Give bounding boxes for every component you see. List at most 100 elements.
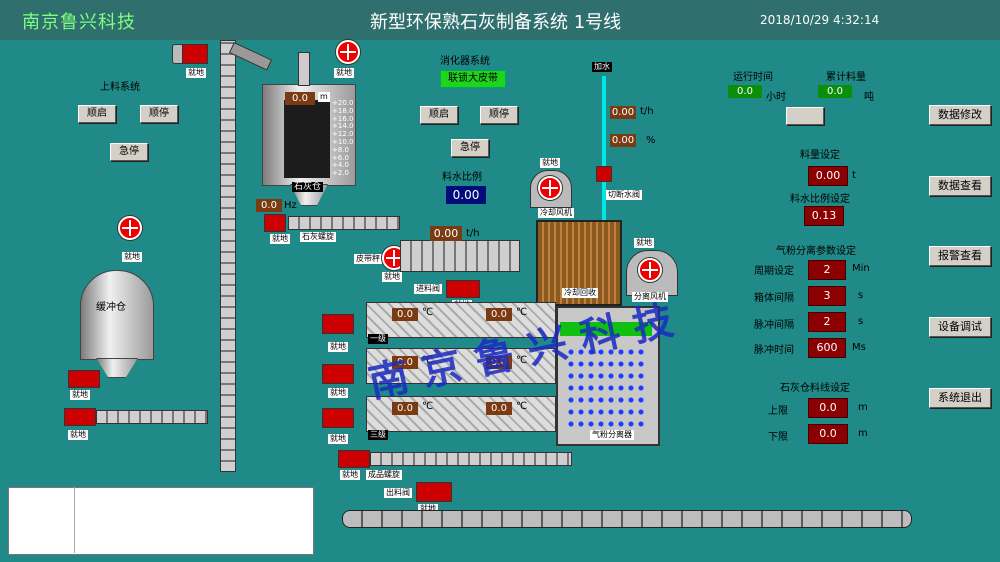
pulse-time-unit: Ms (852, 342, 866, 353)
box-interval-value[interactable]: 3 (808, 286, 846, 306)
scale-tick: +8.0 (332, 145, 349, 154)
digester-system-label: 消化器系统 (440, 56, 490, 67)
run-time-value: 0.0 (728, 85, 762, 98)
feed-system-label: 上料系统 (100, 82, 140, 93)
temp-value: 0.0 (392, 356, 418, 369)
stage2-motor[interactable] (322, 364, 354, 384)
bottom-screw-motor[interactable] (64, 408, 96, 426)
scale-tick: +14.0 (332, 122, 354, 131)
stage3-label: 三级 (368, 430, 388, 440)
water-flow-value: 0.00 (610, 106, 636, 119)
scale-tick: +10.0 (332, 137, 354, 146)
pulse-interval-value[interactable]: 2 (808, 312, 846, 332)
amount-setting-value[interactable]: 0.00 (808, 166, 848, 186)
page-title: 新型环保熟石灰制备系统 1号线 (370, 12, 622, 33)
lime-silo-label: 石灰仓 (292, 182, 324, 192)
valve-pct-value: 0.00 (610, 134, 636, 147)
digester-start-button[interactable]: 顺启 (420, 106, 458, 124)
data-view-button[interactable]: 数据查看 (929, 176, 991, 196)
system-exit-button[interactable]: 系统退出 (929, 388, 991, 408)
cooling-fan-icon[interactable] (538, 176, 562, 200)
scale-tick: +20.0 (332, 99, 354, 107)
digester-estop-button[interactable]: 急停 (451, 139, 489, 157)
local-tag: 就地 (328, 342, 348, 352)
local-tag: 就地 (186, 68, 206, 78)
water-pipe (602, 76, 606, 224)
message-list[interactable] (8, 487, 314, 555)
pulse-interval-unit: s (858, 316, 864, 327)
separator-label: 气粉分离器 (590, 430, 634, 440)
scale-tick: +12.0 (332, 130, 354, 139)
local-tag: 就地 (270, 234, 290, 244)
feed-stop-button[interactable]: 顺停 (140, 105, 178, 123)
data-modify-button[interactable]: 数据修改 (929, 105, 991, 125)
feed-valve-motor[interactable] (446, 280, 480, 298)
ratio-setting-label: 料水比例设定 (790, 194, 850, 205)
alarm-view-button[interactable]: 报警查看 (929, 246, 991, 266)
feed-start-button[interactable]: 顺启 (78, 105, 116, 123)
run-time-label: 运行时间 (733, 72, 773, 83)
elevator-motor[interactable] (182, 44, 208, 64)
product-screw-motor[interactable] (338, 450, 370, 468)
discharge-valve-motor[interactable] (416, 482, 452, 502)
box-interval-label: 箱体间隔 (754, 293, 794, 304)
local-tag: 就地 (70, 390, 90, 400)
buffer-fan-icon[interactable] (118, 216, 142, 240)
temp-unit: ℃ (422, 355, 434, 366)
temp-value: 0.0 (486, 356, 512, 369)
pulse-time-value[interactable]: 600 (808, 338, 846, 358)
sep-fan-icon[interactable] (638, 258, 662, 282)
temp-value: 0.0 (392, 402, 418, 415)
cooling-recycle-label: 冷却回收 (562, 288, 598, 298)
cut-water-valve[interactable] (596, 166, 612, 182)
belt-value: 0.00 (430, 226, 462, 241)
feed-estop-button[interactable]: 急停 (110, 143, 148, 161)
title-bar (0, 0, 1000, 40)
stage1-label: 一级 (368, 334, 388, 344)
sep-fan-label: 分离风机 (632, 292, 668, 302)
buffer-motor-1[interactable] (68, 370, 100, 388)
product-screw-conveyor (370, 452, 572, 466)
stage1-motor[interactable] (322, 314, 354, 334)
device-debug-button[interactable]: 设备调试 (929, 317, 991, 337)
digester-stop-button[interactable]: 顺停 (480, 106, 518, 124)
water-ratio-value: 0.00 (446, 186, 486, 204)
belt-unit: t/h (466, 228, 480, 239)
scale-tick: +18.0 (332, 106, 354, 115)
belt-scale-label: 皮带秤 (354, 254, 382, 264)
scale-tick: +16.0 (332, 114, 354, 123)
separator-filter-bags (566, 346, 646, 428)
screw-freq-value: 0.0 (256, 199, 282, 212)
cut-valve-label: 切断水阀 (606, 190, 642, 200)
temp-value: 0.0 (486, 308, 512, 321)
lime-level-scale: +20.0+18.0+16.0+14.0+12.0+10.0+8.0+6.0+4… (332, 99, 356, 178)
run-time-unit: 小时 (766, 92, 786, 103)
scale-tick: +2.0 (332, 169, 349, 178)
interlock-belt-button[interactable]: 联锁大皮带 (440, 70, 506, 88)
ratio-setting-value[interactable]: 0.13 (804, 206, 844, 226)
temp-value: 0.0 (486, 402, 512, 415)
lower-limit-label: 下限 (768, 432, 788, 443)
stage3-motor[interactable] (322, 408, 354, 428)
box-interval-unit: s (858, 290, 864, 301)
lower-limit-unit: m (858, 428, 868, 439)
local-tag: 就地 (328, 388, 348, 398)
amount-setting-unit: t (852, 170, 856, 181)
bottom-belt-conveyor (342, 510, 912, 528)
discharge-valve-label: 出料阀 (384, 488, 412, 498)
belt-scale-conveyor (400, 240, 520, 272)
pulse-interval-label: 脉冲间隔 (754, 320, 794, 331)
buffer-silo-cone (96, 358, 138, 378)
silo-dust-filter (298, 52, 310, 86)
lower-limit-value[interactable]: 0.0 (808, 424, 848, 444)
silo-top-fan-icon[interactable] (336, 40, 360, 64)
period-value[interactable]: 2 (808, 260, 846, 280)
upper-limit-value[interactable]: 0.0 (808, 398, 848, 418)
local-tag: 就地 (634, 238, 654, 248)
lime-screw-motor[interactable] (264, 214, 286, 232)
reset-button[interactable] (786, 107, 824, 125)
local-tag: 就地 (122, 252, 142, 262)
period-label: 周期设定 (754, 266, 794, 277)
lime-screw-label: 石灰螺旋 (300, 232, 336, 242)
temp-unit: ℃ (422, 307, 434, 318)
